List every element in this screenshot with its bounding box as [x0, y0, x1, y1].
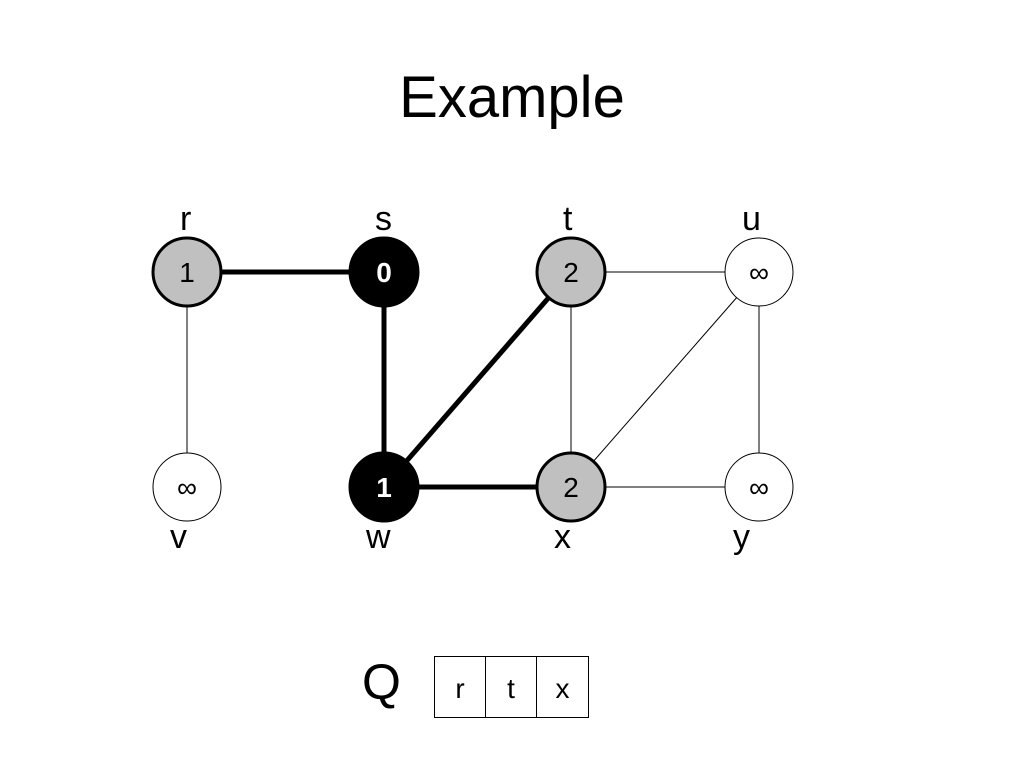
node-distance-t: 2: [563, 257, 579, 288]
node-label-w: w: [365, 518, 391, 556]
node-distance-u: ∞: [749, 257, 769, 288]
queue-cell-x: x: [555, 673, 570, 704]
node-y: ∞y: [724, 452, 794, 556]
node-label-t: t: [563, 200, 573, 238]
node-distance-r: 1: [179, 257, 195, 288]
node-label-r: r: [180, 200, 191, 238]
node-distance-v: ∞: [177, 472, 197, 503]
node-circle-t: [535, 236, 607, 308]
node-circle-u: [724, 237, 794, 307]
node-label-y: y: [733, 518, 750, 556]
node-circle-r: [151, 236, 223, 308]
edge-x-u: [570, 271, 760, 488]
node-label-s: s: [375, 200, 392, 238]
node-circle-v: [152, 452, 222, 522]
node-circle-x: [535, 451, 607, 523]
edge-w-t: [382, 270, 573, 489]
node-r: 1r: [151, 200, 223, 308]
node-label-v: v: [170, 518, 187, 556]
node-s: 0s: [348, 200, 420, 308]
node-label-x: x: [554, 518, 571, 556]
node-circle-s: [348, 236, 420, 308]
node-distance-x: 2: [563, 472, 579, 503]
node-label-u: u: [742, 200, 761, 238]
node-circle-y: [724, 452, 794, 522]
node-circle-w: [348, 451, 420, 523]
node-u: ∞u: [724, 200, 794, 307]
node-w: 1w: [348, 451, 420, 556]
node-distance-s: 0: [376, 257, 392, 288]
diagram-title: Example: [399, 65, 625, 130]
node-x: 2x: [535, 451, 607, 556]
node-distance-w: 1: [376, 472, 392, 503]
node-v: ∞v: [152, 452, 222, 556]
queue-label: Q: [362, 654, 401, 710]
queue-cell-t: t: [486, 657, 537, 717]
node-t: 2t: [535, 200, 607, 308]
edges-layer: [186, 269, 760, 490]
queue-cell-r: r: [435, 657, 486, 717]
node-distance-y: ∞: [749, 472, 769, 503]
